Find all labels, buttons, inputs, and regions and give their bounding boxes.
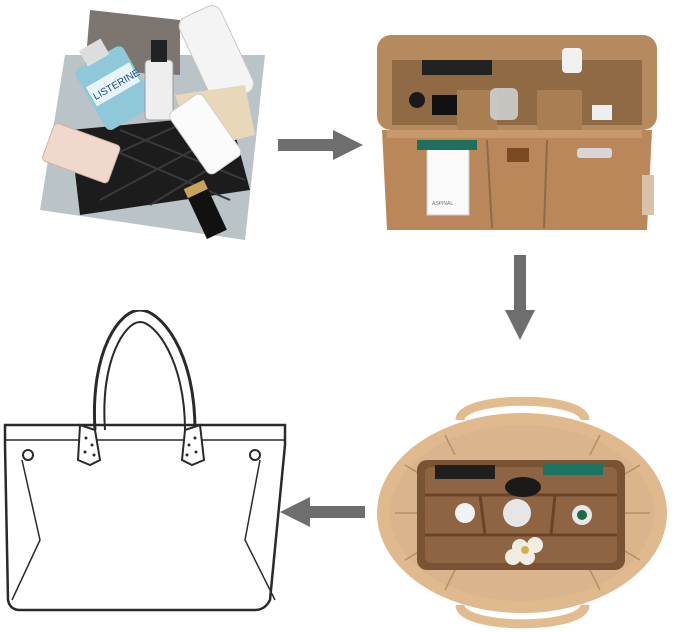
perfume-bottle [144,40,174,121]
arrow-right-icon [278,130,363,160]
flower-brooch [505,537,543,565]
tote-with-organizer-photo [375,395,670,630]
pink-tube [42,123,121,184]
lipstick [183,179,227,239]
loose-items-photo: LISTERINE [30,0,275,250]
arrow-down-icon [505,255,535,340]
mouthwash-bottle: LISTERINE [75,38,154,130]
arrow-left-icon [280,497,365,527]
organizer-filled-photo: ASPINAL [372,30,662,235]
tag-card-text: ASPINAL [432,201,453,207]
tote-bag-line-drawing [0,310,290,615]
cream-tube [169,93,242,175]
